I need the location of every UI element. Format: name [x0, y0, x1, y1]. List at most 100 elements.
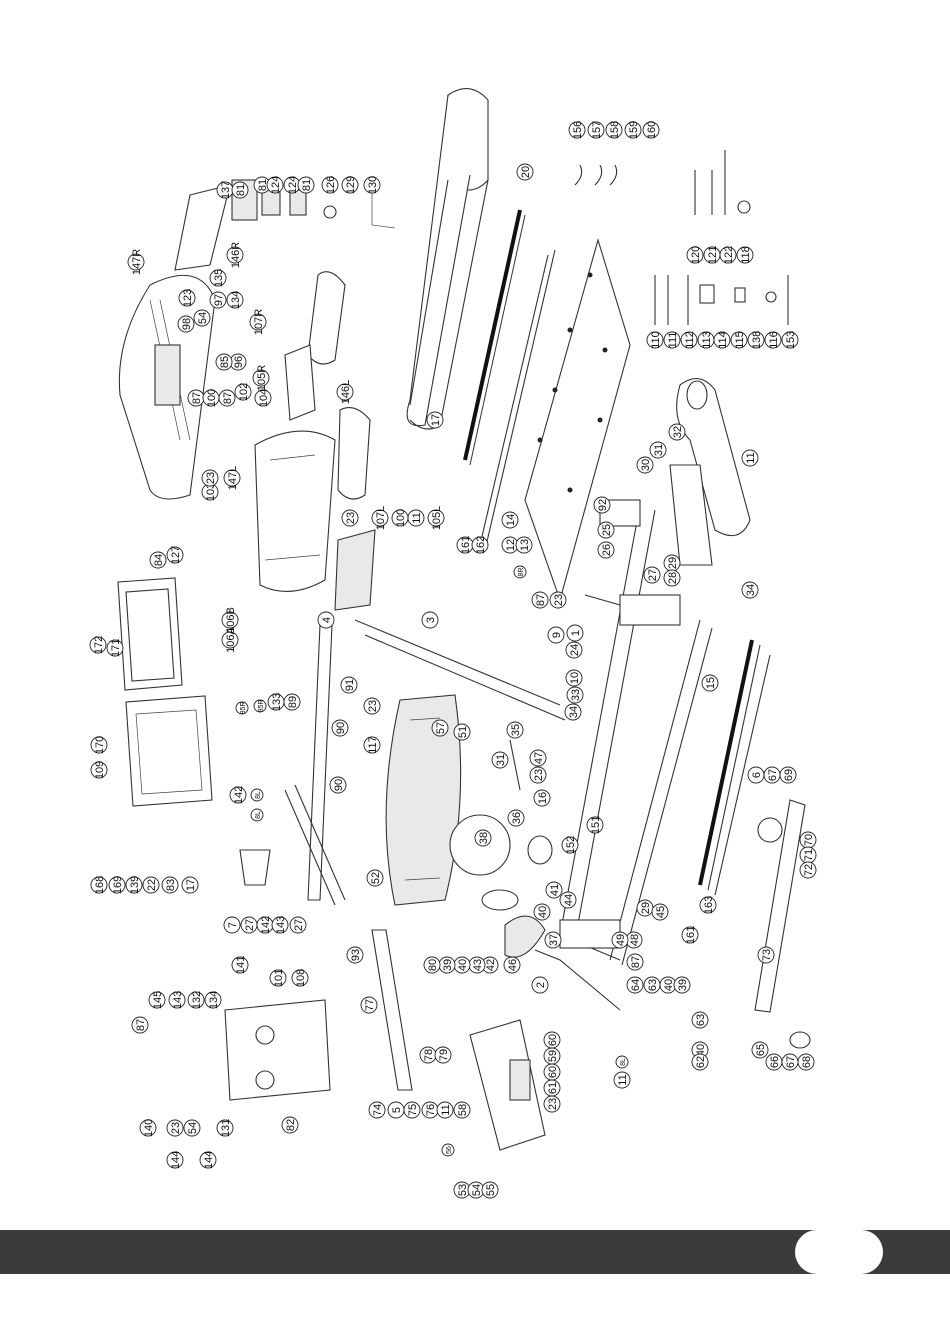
svg-text:14: 14: [505, 514, 517, 526]
svg-text:10: 10: [569, 672, 581, 684]
svg-text:23: 23: [205, 472, 217, 484]
svg-text:113: 113: [701, 331, 713, 349]
svg-text:115: 115: [734, 331, 746, 349]
svg-text:156: 156: [572, 121, 584, 139]
svg-text:31: 31: [495, 754, 507, 766]
svg-text:77: 77: [364, 999, 376, 1011]
svg-text:121: 121: [707, 246, 719, 264]
svg-text:117: 117: [367, 736, 379, 754]
svg-text:54: 54: [187, 1122, 199, 1134]
svg-text:23: 23: [547, 1098, 559, 1110]
svg-text:98: 98: [181, 318, 193, 330]
footer-bar: [0, 1230, 950, 1274]
lower-console: [469, 1019, 546, 1151]
svg-text:80: 80: [427, 959, 439, 971]
svg-text:81: 81: [235, 184, 247, 196]
svg-text:127: 127: [170, 546, 182, 564]
svg-text:147L: 147L: [227, 466, 239, 490]
svg-text:23: 23: [367, 700, 379, 712]
svg-text:25: 25: [601, 524, 613, 536]
svg-text:75: 75: [407, 1104, 419, 1116]
svg-text:161: 161: [685, 926, 697, 944]
svg-text:152: 152: [565, 836, 577, 854]
svg-text:133: 133: [271, 693, 283, 711]
svg-text:8L: 8L: [255, 791, 262, 799]
svg-text:144: 144: [203, 1151, 215, 1169]
motor-cover: [385, 694, 462, 906]
svg-text:61: 61: [547, 1082, 559, 1094]
svg-text:20: 20: [520, 166, 532, 178]
svg-text:1: 1: [570, 630, 582, 636]
svg-text:111: 111: [667, 332, 679, 349]
svg-text:142: 142: [233, 786, 245, 804]
svg-text:104: 104: [258, 389, 270, 407]
svg-text:34: 34: [568, 706, 580, 718]
svg-text:59: 59: [547, 1050, 559, 1062]
exploded-parts-diagram: 20 17 14 12 13 11 32 31 30 92 25 26 29 2…: [89, 88, 817, 1199]
svg-text:30: 30: [640, 459, 652, 471]
svg-text:46: 46: [507, 959, 519, 971]
svg-text:39: 39: [442, 959, 454, 971]
svg-text:40: 40: [457, 959, 469, 971]
deck-board: [406, 88, 489, 430]
svg-text:60: 60: [547, 1066, 559, 1078]
svg-text:68: 68: [801, 1056, 813, 1068]
svg-text:67: 67: [767, 769, 779, 781]
svg-text:105R: 105R: [256, 365, 268, 391]
svg-text:87: 87: [535, 594, 547, 606]
svg-text:143: 143: [275, 916, 287, 934]
svg-text:56: 56: [446, 1146, 453, 1154]
svg-text:126: 126: [325, 176, 337, 194]
svg-text:72: 72: [803, 864, 815, 876]
svg-text:85: 85: [219, 356, 231, 368]
svg-text:11: 11: [617, 1074, 629, 1085]
svg-text:64: 64: [630, 979, 642, 991]
svg-text:45: 45: [655, 906, 667, 918]
svg-text:63: 63: [647, 979, 659, 991]
svg-text:129: 129: [345, 176, 357, 194]
tablet-frames: [117, 577, 213, 807]
svg-text:11: 11: [440, 1104, 452, 1115]
svg-text:84: 84: [153, 554, 165, 566]
svg-text:100: 100: [206, 389, 218, 407]
svg-text:82: 82: [285, 1119, 297, 1131]
svg-text:40: 40: [537, 906, 549, 918]
svg-text:43: 43: [472, 959, 484, 971]
svg-text:55: 55: [485, 1184, 497, 1196]
svg-text:13: 13: [519, 539, 531, 551]
svg-text:140: 140: [143, 1119, 155, 1137]
svg-text:23: 23: [553, 594, 565, 606]
svg-text:132: 132: [191, 991, 203, 1009]
svg-text:146L: 146L: [340, 380, 352, 404]
side-rail-left: [463, 209, 556, 551]
svg-text:108: 108: [295, 969, 307, 987]
svg-text:85R: 85R: [258, 700, 265, 713]
svg-text:67: 67: [785, 1056, 797, 1068]
svg-text:22: 22: [146, 879, 158, 891]
svg-text:8L: 8L: [620, 1058, 627, 1066]
svg-text:27: 27: [647, 569, 659, 581]
console-cover: [254, 430, 336, 592]
svg-text:110: 110: [650, 331, 662, 349]
svg-text:17: 17: [185, 879, 197, 891]
svg-text:169: 169: [112, 876, 124, 894]
console-housing: [118, 274, 216, 500]
svg-text:5: 5: [391, 1107, 403, 1113]
svg-text:53: 53: [457, 1184, 469, 1196]
svg-text:63: 63: [695, 1014, 707, 1026]
svg-text:153: 153: [785, 331, 797, 349]
svg-text:141: 141: [235, 956, 247, 974]
svg-text:144: 144: [170, 1151, 182, 1169]
svg-text:147R: 147R: [131, 249, 143, 275]
svg-text:12: 12: [505, 539, 517, 551]
svg-text:47: 47: [533, 752, 545, 764]
page-number-badge: [795, 1230, 883, 1274]
svg-text:134: 134: [208, 991, 220, 1009]
svg-text:87: 87: [222, 392, 234, 404]
svg-text:112: 112: [684, 331, 696, 349]
svg-text:8R: 8R: [518, 568, 525, 577]
svg-text:41: 41: [549, 884, 561, 896]
svg-text:54: 54: [197, 312, 209, 324]
svg-text:37: 37: [548, 934, 560, 946]
svg-text:105L: 105L: [431, 506, 443, 530]
